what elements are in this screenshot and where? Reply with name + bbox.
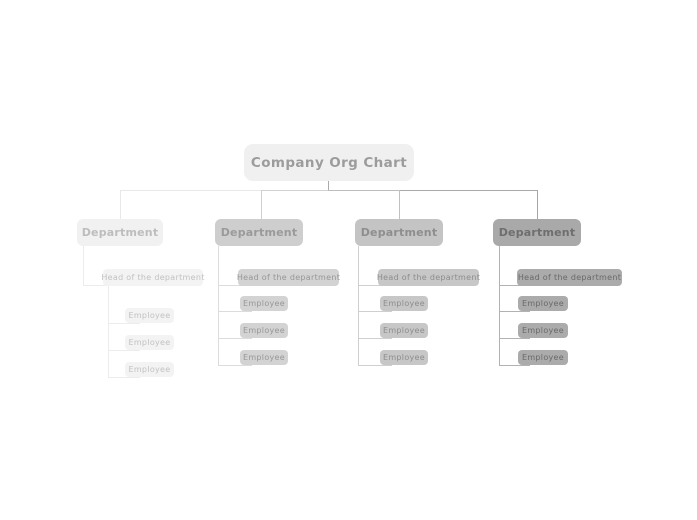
department-node[interactable]: Department — [355, 219, 443, 246]
employee-node[interactable]: Employee — [518, 350, 568, 365]
connector-branch — [358, 285, 390, 286]
connector-rail-seg-1 — [120, 190, 261, 191]
connector-rail-seg-3 — [328, 190, 399, 191]
connector-branch — [83, 285, 113, 286]
connector-drop-dept-1 — [120, 190, 121, 219]
connector-branch — [358, 311, 392, 312]
employee-node[interactable]: Employee — [240, 323, 288, 338]
connector-branch — [108, 377, 140, 378]
connector-drop-dept-2 — [261, 190, 262, 219]
connector-root-stub — [328, 181, 329, 190]
connector-branch — [108, 350, 140, 351]
connector-trunk — [108, 286, 109, 377]
connector-branch — [499, 285, 530, 286]
connector-trunk — [218, 246, 219, 365]
employee-node[interactable]: Employee — [518, 296, 568, 311]
employee-node[interactable]: Employee — [125, 308, 174, 323]
employee-node[interactable]: Employee — [240, 296, 288, 311]
employee-node[interactable]: Employee — [125, 335, 174, 350]
connector-branch — [218, 311, 252, 312]
connector-rail-seg-4 — [399, 190, 537, 191]
connector-trunk — [358, 246, 359, 365]
head-node[interactable]: Head of the department — [517, 269, 622, 286]
connector-branch — [358, 365, 392, 366]
connector-trunk — [499, 246, 500, 365]
department-node[interactable]: Department — [77, 219, 163, 246]
employee-node[interactable]: Employee — [380, 296, 428, 311]
employee-node[interactable]: Employee — [518, 323, 568, 338]
head-node[interactable]: Head of the department — [101, 269, 204, 286]
head-node[interactable]: Head of the department — [237, 269, 340, 286]
head-node[interactable]: Head of the department — [377, 269, 480, 286]
connector-rail-seg-2 — [261, 190, 328, 191]
employee-node[interactable]: Employee — [240, 350, 288, 365]
root-node[interactable]: Company Org Chart — [244, 144, 414, 181]
connector-drop-dept-4 — [537, 190, 538, 219]
connector-branch — [358, 338, 392, 339]
connector-branch — [499, 311, 530, 312]
connector-branch — [499, 338, 530, 339]
employee-node[interactable]: Employee — [380, 323, 428, 338]
employee-node[interactable]: Employee — [125, 362, 174, 377]
connector-branch — [218, 365, 252, 366]
connector-branch — [218, 285, 250, 286]
connector-trunk — [83, 246, 84, 286]
connector-branch — [499, 365, 530, 366]
connector-branch — [108, 323, 140, 324]
employee-node[interactable]: Employee — [380, 350, 428, 365]
department-node[interactable]: Department — [215, 219, 303, 246]
department-node[interactable]: Department — [493, 219, 581, 246]
connector-drop-dept-3 — [399, 190, 400, 219]
connector-branch — [218, 338, 252, 339]
